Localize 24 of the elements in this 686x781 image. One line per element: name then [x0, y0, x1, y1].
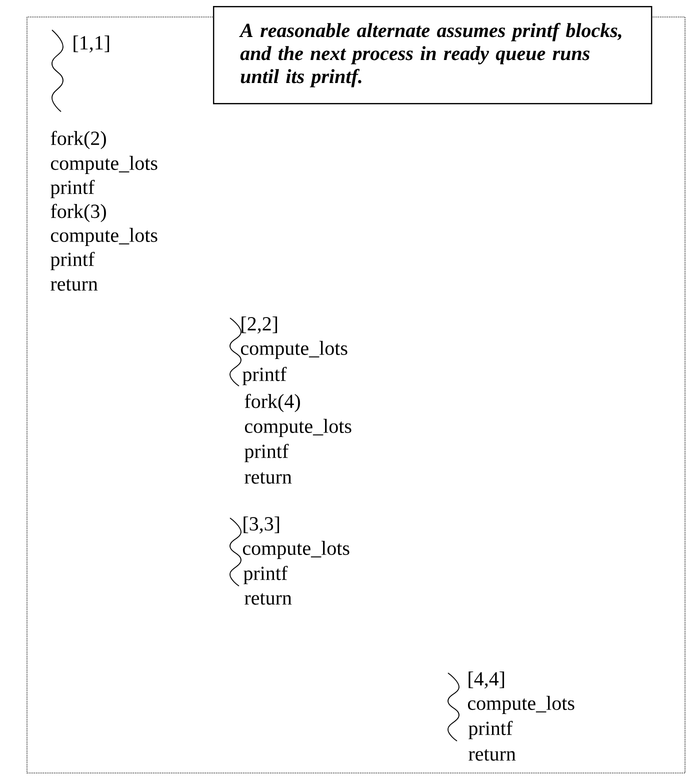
code-line: return	[244, 593, 292, 605]
code-line: fork(4)	[244, 394, 300, 412]
code-line: [3,3]	[244, 516, 280, 534]
code-line: printf	[244, 444, 289, 462]
code-line: compute_lots	[50, 156, 158, 174]
code-line: return	[468, 749, 516, 761]
code-line: [2,2]	[242, 316, 278, 334]
code-line: return	[244, 472, 292, 484]
note-box: A reasonable alternate assumes printf blocks, and the next process in ready queue runs until its printf.	[213, 6, 652, 104]
code-line: printf	[50, 180, 95, 198]
code-line: [1,1]	[74, 36, 110, 52]
code-line: [4,4]	[468, 672, 504, 688]
code-line: printf	[244, 566, 288, 584]
code-line: compute_lots	[468, 696, 574, 714]
code-line: printf	[468, 720, 513, 740]
code-line: fork(2)	[50, 130, 106, 150]
code-line: fork(3)	[50, 204, 106, 222]
code-line: compute_lots	[50, 228, 158, 246]
code-line: compute_lots	[244, 418, 352, 438]
code-line: return	[50, 279, 98, 291]
code-line: printf	[50, 252, 95, 270]
code-line: printf	[242, 366, 287, 386]
code-line: compute_lots	[242, 540, 350, 560]
code-line: compute_lots	[240, 340, 348, 360]
